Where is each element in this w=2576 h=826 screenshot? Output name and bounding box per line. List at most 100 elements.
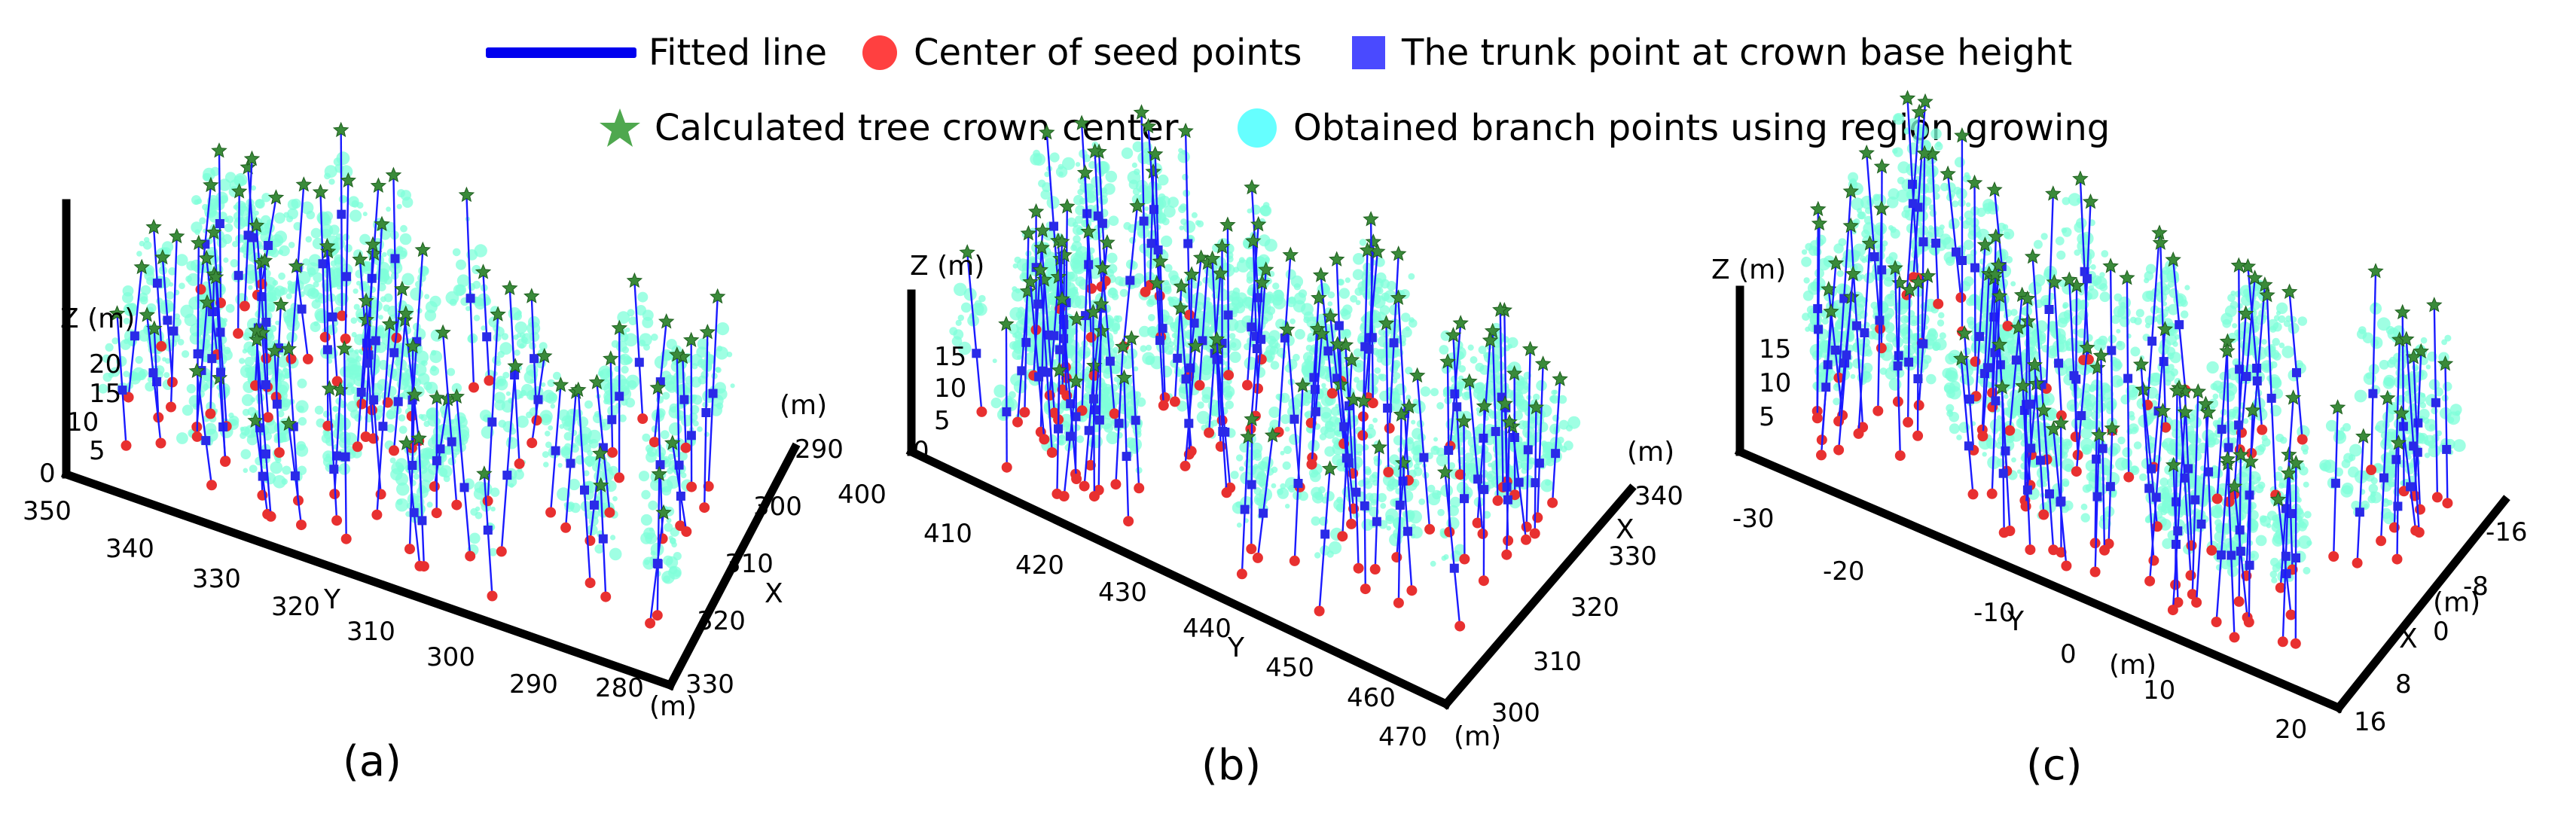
crown-center-star — [1482, 332, 1499, 348]
branch-point — [1289, 434, 1300, 445]
fitted-line — [359, 259, 374, 439]
branch-point — [378, 315, 383, 320]
branch-point — [1436, 490, 1442, 495]
branch-point — [313, 272, 323, 283]
branch-point — [1155, 212, 1167, 224]
trunk-point-marker — [465, 294, 475, 303]
trunk-point-marker — [1240, 504, 1250, 514]
fitted-line — [1252, 241, 1259, 389]
branch-point — [600, 368, 613, 382]
crown-center-star — [1219, 216, 1236, 232]
branch-point — [1834, 383, 1839, 388]
branch-point — [1339, 366, 1351, 378]
branch-point — [1528, 457, 1535, 465]
trunk-point-marker — [1189, 319, 1199, 328]
branch-point — [1852, 342, 1861, 351]
branch-point — [502, 371, 510, 379]
branch-point — [172, 317, 182, 327]
trunk-point-marker — [634, 358, 644, 367]
branch-point — [516, 415, 529, 428]
branch-point — [1545, 480, 1551, 486]
branch-point — [608, 467, 613, 472]
branch-point — [1801, 249, 1808, 255]
branch-point — [343, 432, 358, 446]
seed-center-point — [1384, 422, 1395, 434]
fitted-line — [1057, 240, 1068, 396]
branch-point — [1372, 417, 1378, 423]
branch-point — [423, 420, 430, 428]
branch-point — [618, 414, 627, 422]
branch-point — [1857, 212, 1865, 220]
branch-point — [249, 465, 258, 473]
trunk-point-marker — [1125, 276, 1135, 285]
branch-point — [1073, 235, 1081, 243]
seed-center-point — [487, 590, 498, 602]
branch-point — [362, 212, 368, 217]
crown-center-star — [490, 306, 506, 322]
crown-center-star — [203, 176, 219, 193]
branch-point — [584, 456, 596, 467]
branch-point — [2255, 314, 2266, 325]
fitted-line — [704, 332, 709, 508]
crown-center-star — [1534, 355, 1552, 371]
branch-point — [288, 242, 295, 248]
trunk-point-marker — [1044, 330, 1053, 340]
branch-point — [1144, 206, 1149, 212]
branch-point — [1930, 128, 1942, 140]
branch-point — [1853, 243, 1866, 257]
fitted-line — [456, 396, 472, 556]
crown-center-star — [1359, 242, 1376, 258]
crown-center-star — [1020, 224, 1037, 241]
branch-point — [108, 372, 114, 378]
crown-center-star — [1321, 460, 1338, 476]
crown-center-star — [1314, 325, 1330, 341]
crown-center-star — [536, 347, 553, 364]
branch-point — [426, 501, 433, 508]
branch-point — [2135, 309, 2144, 318]
branch-point — [509, 483, 514, 488]
y-axis-label: Y — [323, 584, 341, 615]
fitted-line — [1216, 339, 1228, 493]
fitted-line — [209, 274, 215, 414]
branch-point — [2069, 404, 2076, 410]
trunk-point-marker — [1066, 431, 1075, 441]
branch-point — [1384, 290, 1397, 303]
branch-point — [1079, 182, 1090, 193]
seed-center-point — [262, 412, 273, 423]
fitted-line — [1537, 364, 1544, 518]
crown-center-star — [243, 150, 261, 166]
branch-point — [1073, 194, 1084, 206]
branch-point — [246, 434, 258, 446]
trunk-point-marker — [1479, 485, 1489, 495]
branch-point — [1128, 179, 1139, 190]
crown-center-star — [476, 465, 493, 481]
branch-point — [2281, 346, 2294, 358]
branch-point — [716, 346, 723, 352]
branch-point — [1439, 345, 1449, 355]
branch-point — [377, 405, 384, 413]
branch-point — [716, 402, 724, 410]
z-axis-label: Z (m) — [60, 303, 135, 334]
crown-center-star — [959, 244, 975, 260]
branch-point — [1458, 381, 1463, 387]
branch-point — [1280, 414, 1291, 425]
seed-center-point — [319, 331, 331, 343]
branch-point — [124, 303, 138, 317]
crown-center-star — [1521, 340, 1539, 357]
branch-point — [2101, 250, 2109, 258]
branch-point — [550, 404, 556, 409]
trunk-point-marker — [1247, 480, 1256, 489]
seed-center-point — [526, 437, 538, 449]
trunk-point-marker — [1033, 299, 1043, 309]
branch-point — [1970, 249, 1977, 257]
seed-center-point — [1444, 526, 1455, 538]
branch-point — [1103, 386, 1109, 394]
branch-point — [240, 449, 252, 459]
branch-point — [1563, 440, 1573, 451]
branch-point — [1518, 420, 1528, 430]
z-tick-4: 20 — [89, 349, 121, 379]
branch-point — [548, 425, 554, 431]
fitted-line — [1101, 268, 1116, 414]
branch-point — [1918, 221, 1923, 227]
crown-center-star — [1039, 123, 1055, 140]
